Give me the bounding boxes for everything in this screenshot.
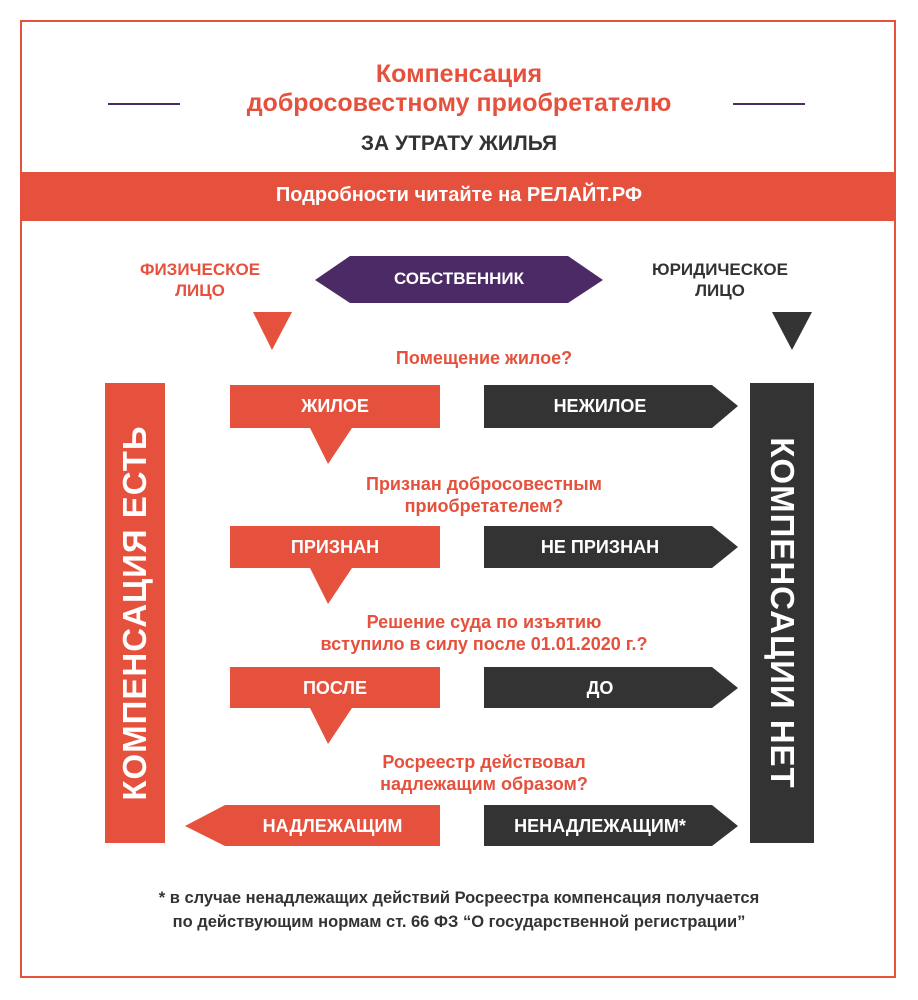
banner-text[interactable]: Подробности читайте на РЕЛАЙТ.РФ (275, 184, 643, 206)
compensation-yes-bar (105, 383, 165, 843)
title-rule-right (733, 103, 805, 105)
step1-yes-box (230, 385, 440, 464)
step2-yes-box (230, 526, 440, 604)
step2-question-2: приобретателем? (404, 496, 564, 516)
step3-question-2: вступило в силу после 01.01.2020 г.? (320, 634, 648, 654)
owner-label: СОБСТВЕННИК (393, 269, 525, 288)
compensation-yes-label: КОМПЕНСАЦИЯ ЕСТЬ (116, 425, 153, 801)
title-rule-left (108, 103, 180, 105)
step1-no-label: НЕЖИЛОЕ (553, 396, 647, 416)
step2-no-arrow (484, 526, 738, 568)
title-line-2: добросовестному приобретателю (246, 89, 672, 117)
compensation-no-label: КОМПЕНСАЦИИ НЕТ (764, 437, 801, 789)
step3-yes-box (230, 667, 440, 744)
page-subtitle: ЗА УТРАТУ ЖИЛЬЯ (360, 132, 558, 155)
legal-label-2: ЛИЦО (695, 281, 745, 300)
step4-question-1: Росреестр действовал (382, 752, 586, 772)
step4-yes-arrow (185, 805, 440, 846)
footnote-line-2: по действующим нормам ст. 66 ФЗ “О госуд… (172, 913, 746, 931)
step4-yes-label: НАДЛЕЖАЩИМ (262, 816, 403, 836)
legal-arrow (772, 312, 812, 350)
title-line-1: Компенсация (375, 60, 543, 88)
individual-arrow (253, 312, 292, 350)
outer-frame (20, 20, 896, 978)
individual-label-1: ФИЗИЧЕСКОЕ (139, 260, 261, 279)
step3-question-1: Решение суда по изъятию (366, 612, 602, 632)
step1-yes-label: ЖИЛОЕ (301, 396, 369, 416)
step3-yes-label: ПОСЛЕ (302, 678, 368, 698)
step4-question-2: надлежащим образом? (380, 774, 588, 794)
info-banner (22, 172, 896, 221)
step1-no-arrow (484, 385, 738, 428)
step1-question: Помещение жилое? (395, 348, 573, 368)
step3-no-label: ДО (586, 678, 614, 698)
step3-no-arrow (484, 667, 738, 708)
footnote-line-1: * в случае ненадлежащих действий Росреес… (158, 889, 760, 907)
step4-no-label: НЕНАДЛЕЖАЩИМ* (514, 816, 686, 836)
step2-question-1: Признан добросовестным (366, 474, 602, 494)
compensation-no-bar (750, 383, 814, 843)
owner-hexagon (315, 256, 603, 303)
legal-label-1: ЮРИДИЧЕСКОЕ (652, 260, 788, 279)
individual-label-2: ЛИЦО (175, 281, 225, 300)
step2-no-label: НЕ ПРИЗНАН (540, 537, 660, 557)
step4-no-arrow (484, 805, 738, 846)
step2-yes-label: ПРИЗНАН (290, 537, 380, 557)
